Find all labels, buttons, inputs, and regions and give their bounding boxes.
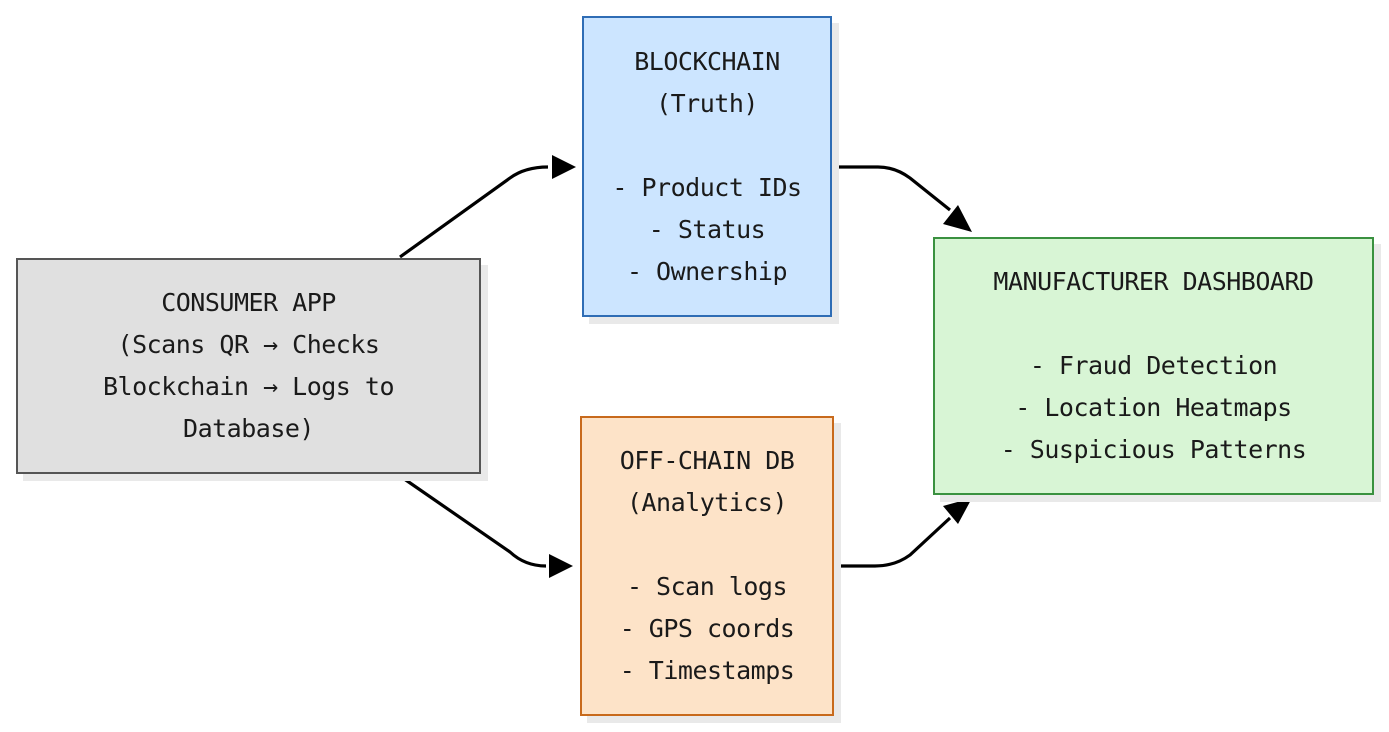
- blockchain-node: BLOCKCHAIN (Truth) - Product IDs - Statu…: [582, 16, 832, 317]
- consumer-app-node: CONSUMER APP (Scans QR → Checks Blockcha…: [16, 258, 481, 474]
- blockchain-item: - Ownership: [626, 256, 788, 286]
- offchain-db-node: OFF-CHAIN DB (Analytics) - Scan logs - G…: [580, 416, 834, 716]
- blockchain-title: BLOCKCHAIN: [634, 46, 780, 76]
- manufacturer-dashboard-node: MANUFACTURER DASHBOARD - Fraud Detection…: [933, 237, 1374, 495]
- arrow-offchain-to-dashboard: [835, 498, 972, 568]
- offchain-db-item: - Timestamps: [619, 656, 795, 685]
- arrow-consumer-to-blockchain: [399, 155, 576, 259]
- consumer-app-description-line-2: Blockchain → Logs to: [102, 372, 395, 401]
- consumer-app-title: CONSUMER APP: [161, 288, 336, 317]
- offchain-db-title: OFF-CHAIN DB: [619, 446, 795, 475]
- blockchain-subtitle: (Truth): [656, 88, 758, 118]
- offchain-db-subtitle: (Analytics): [626, 488, 788, 517]
- consumer-app-description-line-3: Database): [183, 414, 314, 443]
- blockchain-item: - Status: [648, 214, 766, 244]
- offchain-db-item: - Scan logs: [626, 572, 788, 601]
- blockchain-item: - Product IDs: [612, 172, 802, 202]
- consumer-app-description-line-1: (Scans QR → Checks: [117, 330, 380, 359]
- dashboard-item: - Suspicious Patterns: [1000, 435, 1307, 464]
- arrow-consumer-to-offchain: [399, 474, 573, 578]
- offchain-db-item: - GPS coords: [619, 614, 795, 643]
- dashboard-item: - Location Heatmaps: [1015, 393, 1292, 422]
- arrow-blockchain-to-dashboard: [833, 165, 972, 232]
- dashboard-item: - Fraud Detection: [1029, 351, 1278, 380]
- dashboard-title: MANUFACTURER DASHBOARD: [993, 267, 1314, 296]
